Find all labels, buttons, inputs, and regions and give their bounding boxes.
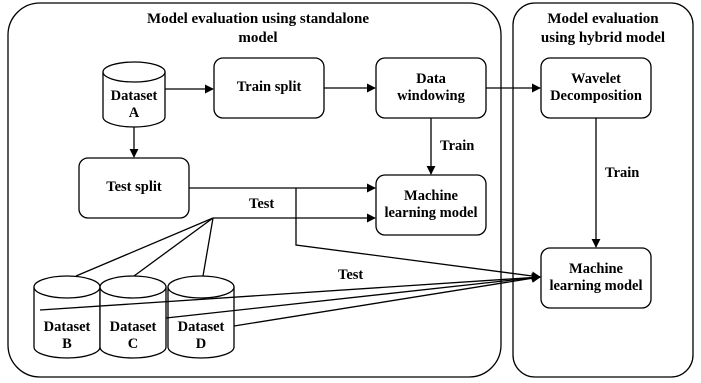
ml-model-standalone-label: Machine learning model (384, 188, 478, 221)
train-hybrid-label: Train (605, 165, 640, 181)
dataset-b-test-link (75, 217, 214, 277)
test-split-label: Test split (106, 179, 162, 195)
dataset-c-to-ml-hybrid (165, 273, 541, 319)
dataset-a-cylinder (102, 61, 166, 128)
hybrid-panel-title: Model evaluation using hybrid model (540, 11, 666, 46)
train-split-label: Train split (236, 79, 302, 95)
test-split-to-ml-hybrid (295, 188, 541, 281)
dataset-c-test-link (133, 217, 214, 277)
standalone-panel-title: Model evaluation using standalone model (146, 11, 370, 46)
dataset-d-label: Dataset D (177, 319, 225, 352)
wavelet-label: Wavelet Decomposition (550, 71, 642, 104)
ml-model-hybrid-box (540, 247, 652, 309)
dataset-b-label: Dataset B (43, 319, 91, 352)
dataset-d-test-link (202, 217, 214, 277)
ml-model-standalone-box (375, 174, 487, 236)
dataset-c-label: Dataset C (109, 319, 157, 352)
dataset-b-to-ml-hybrid (39, 273, 541, 311)
dataset-b-cylinder (33, 275, 101, 359)
train-standalone-label: Train (440, 138, 475, 154)
dataset-d-to-ml-hybrid (233, 273, 541, 327)
test-hybrid-label: Test (338, 267, 364, 283)
ml-model-hybrid-label: Machine learning model (549, 261, 643, 294)
standalone-panel (7, 2, 502, 378)
dataset-a-label: Dataset A (110, 88, 158, 121)
data-windowing-label: Data windowing (397, 71, 465, 104)
dataset-d-cylinder (167, 275, 235, 359)
hybrid-panel (512, 2, 694, 378)
test-standalone-label: Test (249, 196, 275, 212)
